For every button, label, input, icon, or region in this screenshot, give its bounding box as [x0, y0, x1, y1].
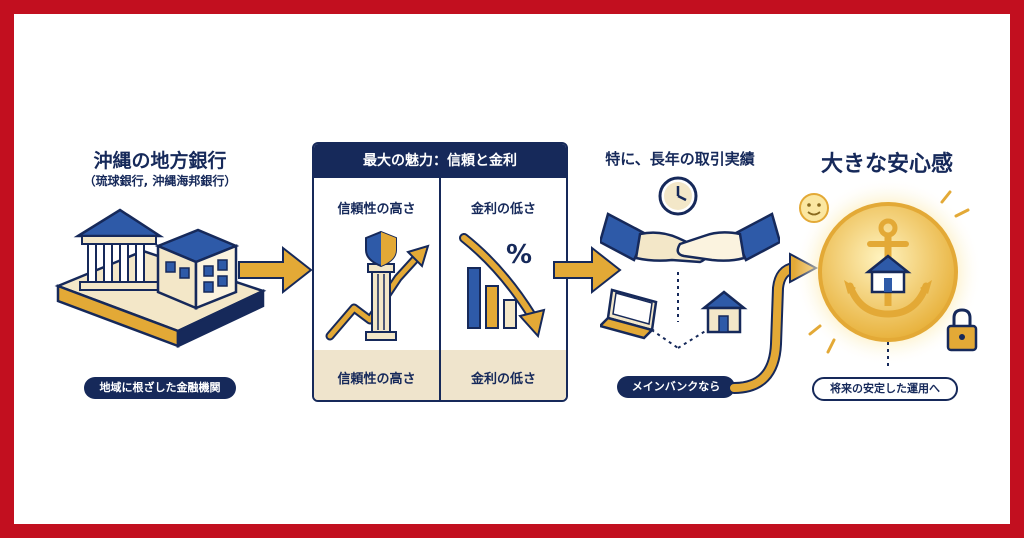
- lock-icon: [946, 308, 978, 352]
- col2-top-label: 金利の低さ: [470, 202, 536, 217]
- arrow-right-icon: [553, 245, 622, 295]
- panel-header: 最大の魅力：信頼と金利: [314, 144, 566, 178]
- col1-bottom-label: 信頼性の高さ: [337, 372, 416, 387]
- panel-divider: [439, 178, 441, 400]
- falling-rate-chart-icon: [459, 233, 546, 339]
- section1-title: 沖縄の地方銀行: [93, 150, 227, 172]
- percent-icon: %: [506, 240, 533, 270]
- section3-title: 特に、長年の取引実績: [605, 150, 755, 168]
- section1-subtitle: （琉球銀行, 沖縄海邦銀行）: [83, 174, 237, 188]
- section3-tag: メインバンクなら: [617, 376, 735, 398]
- anchor-icon: [844, 218, 932, 318]
- col1-top-label: 信頼性の高さ: [337, 202, 416, 217]
- anchor-coin-illustration: [794, 178, 982, 366]
- section4-title: 大きな安心感: [820, 152, 953, 177]
- shield-pillar-icon: [325, 230, 430, 341]
- handshake-illustration: [600, 176, 780, 349]
- house-icon: [864, 254, 912, 294]
- house-icon: [700, 290, 748, 334]
- col2-bottom-label: 金利の低さ: [470, 372, 536, 387]
- section4-tag: 将来の安定した運用へ: [812, 377, 958, 401]
- trust-interest-panel: 最大の魅力：信頼と金利 信頼性の高さ 金利の低さ 信頼性の高さ 金利の低さ %: [312, 142, 568, 402]
- smiley-icon: [799, 193, 829, 223]
- arrow-right-icon: [238, 245, 313, 295]
- office-building-icon: [154, 228, 240, 310]
- clock-icon: [658, 176, 698, 216]
- bank-buildings-illustration: [54, 208, 267, 348]
- bank-building-icon: [73, 208, 165, 291]
- laptop-icon: [600, 288, 658, 340]
- section1-tag: 地域に根ざした金融機関: [84, 377, 236, 399]
